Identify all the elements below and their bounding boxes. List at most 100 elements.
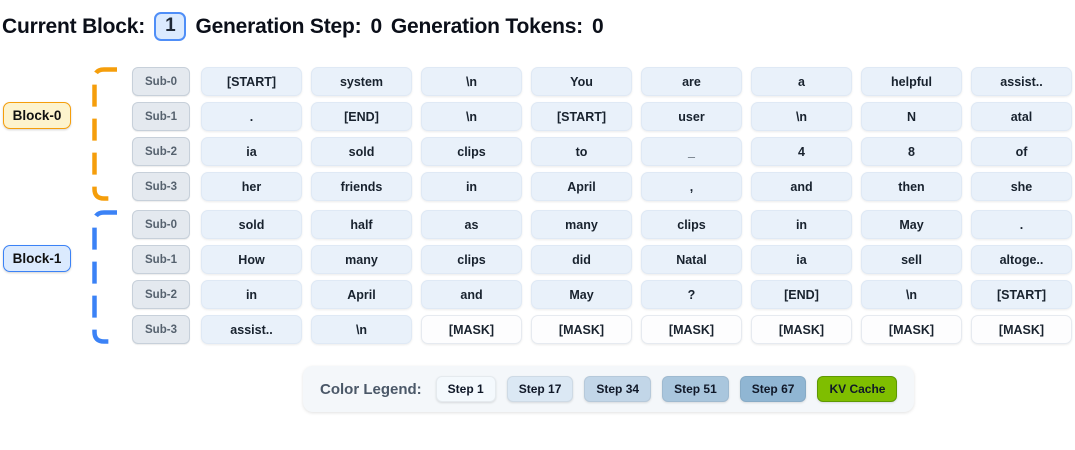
masked-token-cell: [MASK]	[751, 315, 852, 344]
sub-row-label: Sub-1	[132, 245, 190, 274]
token-cell: friends	[311, 172, 412, 201]
token-cell: April	[311, 280, 412, 309]
sub-row-label: Sub-2	[132, 137, 190, 166]
token-cell: [END]	[311, 102, 412, 131]
token-cell: [START]	[201, 67, 302, 96]
token-cell: ia	[751, 245, 852, 274]
sub-row-label: Sub-0	[132, 210, 190, 239]
token-cell: ,	[641, 172, 742, 201]
masked-token-cell: [MASK]	[641, 315, 742, 344]
token-cell: \n	[861, 280, 962, 309]
token-cell: 8	[861, 137, 962, 166]
token-cell: many	[531, 210, 632, 239]
token-cell: 4	[751, 137, 852, 166]
token-cell: sold	[311, 137, 412, 166]
token-cell: clips	[641, 210, 742, 239]
token-cell: How	[201, 245, 302, 274]
block-0-label: Block-0	[3, 102, 71, 129]
block-1-label-column: Block-1	[0, 210, 90, 344]
token-cell: assist..	[201, 315, 302, 344]
masked-token-cell: [MASK]	[531, 315, 632, 344]
token-cell: her	[201, 172, 302, 201]
color-legend-title: Color Legend:	[320, 380, 422, 398]
token-cell: are	[641, 67, 742, 96]
token-cell: \n	[421, 67, 522, 96]
block-0-label-column: Block-0	[0, 67, 90, 201]
token-cell: many	[311, 245, 412, 274]
token-cell: May	[861, 210, 962, 239]
token-cell: May	[531, 280, 632, 309]
token-cell: Natal	[641, 245, 742, 274]
token-cell: altoge..	[971, 245, 1072, 274]
legend-chip: KV Cache	[817, 376, 898, 402]
token-cell: as	[421, 210, 522, 239]
status-header: Current Block: 1 Generation Step: 0 Gene…	[0, 0, 1075, 41]
generation-step-label: Generation Step:	[195, 14, 362, 38]
block-0-bracket-icon	[92, 67, 117, 201]
sub-row-label: Sub-2	[132, 280, 190, 309]
token-cell: [END]	[751, 280, 852, 309]
legend-chip: Step 67	[739, 376, 807, 402]
block-0-bracket-column	[90, 67, 132, 201]
generation-step-value: 0	[370, 14, 382, 38]
token-cell: sell	[861, 245, 962, 274]
token-cell: sold	[201, 210, 302, 239]
legend-chip: Step 17	[506, 376, 574, 402]
token-cell: user	[641, 102, 742, 131]
token-cell: You	[531, 67, 632, 96]
token-cell: \n	[311, 315, 412, 344]
block-1-bracket-icon	[92, 210, 117, 344]
masked-token-cell: [MASK]	[971, 315, 1072, 344]
masked-token-cell: [MASK]	[421, 315, 522, 344]
token-cell: then	[861, 172, 962, 201]
token-cell: in	[751, 210, 852, 239]
sub-row-label: Sub-1	[132, 102, 190, 131]
sub-row-label: Sub-0	[132, 67, 190, 96]
token-cell: \n	[421, 102, 522, 131]
legend-chip: Step 34	[584, 376, 652, 402]
token-cell: she	[971, 172, 1072, 201]
token-cell: in	[201, 280, 302, 309]
masked-token-cell: [MASK]	[861, 315, 962, 344]
token-cell: \n	[751, 102, 852, 131]
token-cell: ?	[641, 280, 742, 309]
token-cell: .	[201, 102, 302, 131]
block-1-bracket-column	[90, 210, 132, 344]
token-cell: N	[861, 102, 962, 131]
token-cell: to	[531, 137, 632, 166]
token-cell: helpful	[861, 67, 962, 96]
token-cell: a	[751, 67, 852, 96]
sub-row-label: Sub-3	[132, 172, 190, 201]
token-cell: and	[751, 172, 852, 201]
token-cell: of	[971, 137, 1072, 166]
token-cell: clips	[421, 137, 522, 166]
token-cell: and	[421, 280, 522, 309]
token-cell: in	[421, 172, 522, 201]
token-cell: ia	[201, 137, 302, 166]
sub-row-label: Sub-3	[132, 315, 190, 344]
token-row: Sub-2 in April and May? [END] \n [START]	[132, 280, 1072, 309]
legend-chip: Step 1	[435, 376, 496, 402]
token-cell: clips	[421, 245, 522, 274]
generation-tokens-label: Generation Tokens:	[390, 14, 583, 38]
current-block-value-badge: 1	[154, 12, 187, 41]
token-cell: [START]	[531, 102, 632, 131]
token-cell: half	[311, 210, 412, 239]
token-cell: system	[311, 67, 412, 96]
token-cell: April	[531, 172, 632, 201]
token-cell: [START]	[971, 280, 1072, 309]
block-1-label: Block-1	[3, 245, 71, 272]
